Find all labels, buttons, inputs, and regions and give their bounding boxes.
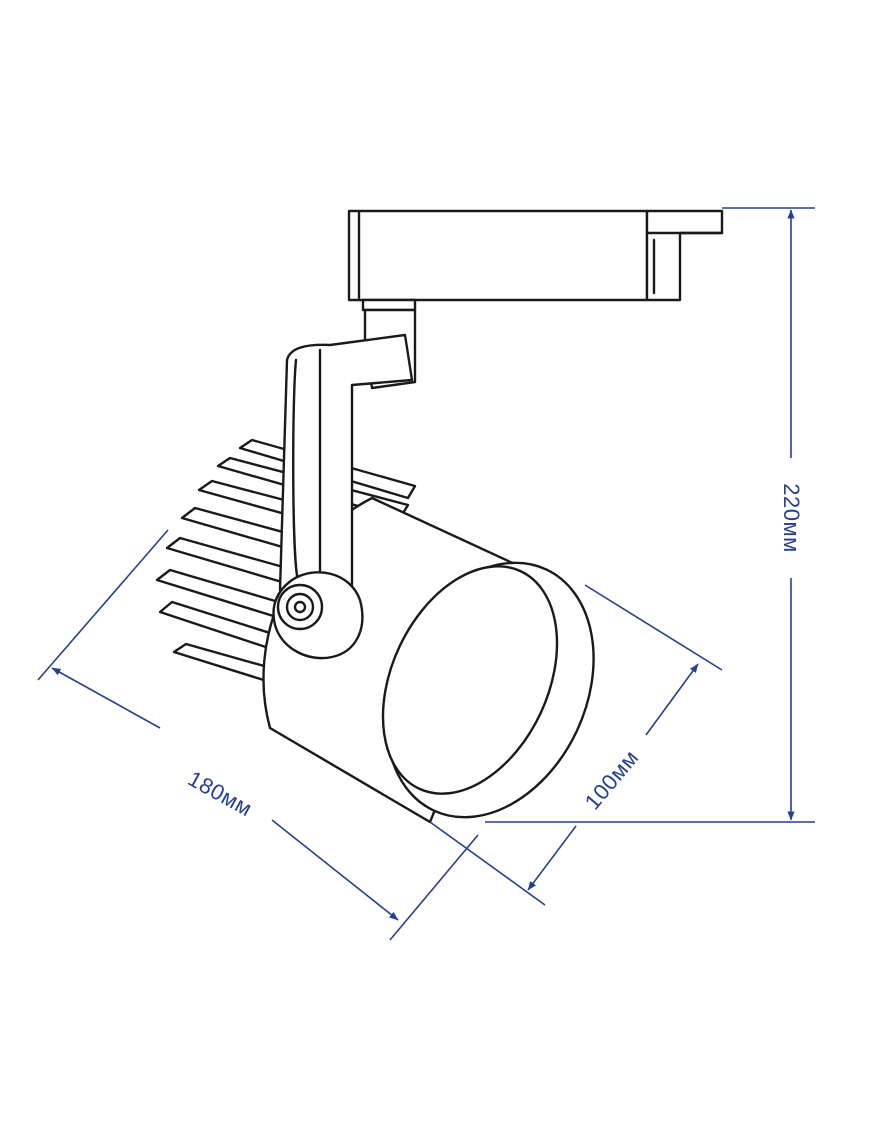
length-extension-front (389, 834, 479, 941)
diameter-extension-bottom (429, 821, 546, 906)
length-dimension-line-right (271, 819, 399, 921)
diameter-dimension-line-lower (527, 825, 577, 891)
swivel-arm (278, 333, 414, 617)
length-extension-back (37, 529, 169, 681)
diameter-dimension-line-upper (645, 663, 699, 736)
track-adapter (347, 209, 724, 312)
length-dimension-line-left (51, 667, 161, 729)
height-dimension-label: 220мм (779, 479, 804, 557)
lamp-lens (381, 565, 559, 795)
diameter-extension-top (584, 584, 723, 671)
